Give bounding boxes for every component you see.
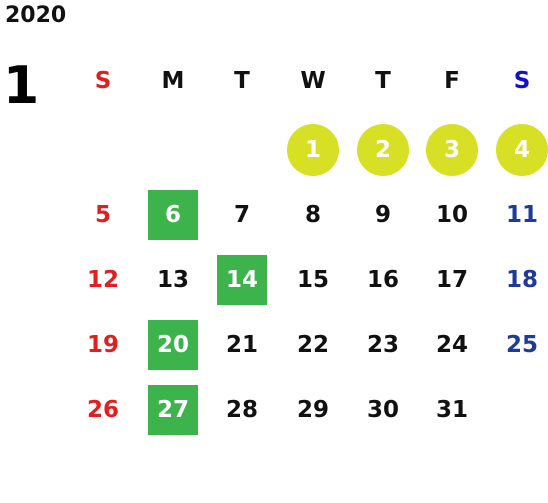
calendar-day-27[interactable]: 27 bbox=[148, 385, 198, 435]
calendar-day-28[interactable]: 28 bbox=[225, 397, 258, 423]
calendar-day-6[interactable]: 6 bbox=[148, 190, 198, 240]
weekday-header-sat: S bbox=[513, 68, 531, 94]
calendar-day-18[interactable]: 18 bbox=[505, 267, 538, 293]
weekday-header-mon: M bbox=[161, 68, 185, 94]
calendar-day-19[interactable]: 19 bbox=[86, 332, 119, 358]
weekday-header-wed: W bbox=[300, 68, 326, 94]
weekday-header-fri: F bbox=[444, 68, 460, 94]
calendar-day-20[interactable]: 20 bbox=[148, 320, 198, 370]
calendar-day-3[interactable]: 3 bbox=[426, 124, 478, 176]
calendar-day-21[interactable]: 21 bbox=[225, 332, 258, 358]
weekday-header-tue: T bbox=[234, 68, 250, 94]
calendar-day-9[interactable]: 9 bbox=[374, 202, 391, 228]
calendar-day-7[interactable]: 7 bbox=[233, 202, 250, 228]
calendar-day-4[interactable]: 4 bbox=[496, 124, 548, 176]
calendar-day-22[interactable]: 22 bbox=[296, 332, 329, 358]
calendar-day-13[interactable]: 13 bbox=[156, 267, 189, 293]
calendar-day-25[interactable]: 25 bbox=[505, 332, 538, 358]
calendar-day-16[interactable]: 16 bbox=[366, 267, 399, 293]
calendar-day-11[interactable]: 11 bbox=[505, 202, 538, 228]
calendar-day-24[interactable]: 24 bbox=[435, 332, 468, 358]
calendar-day-5[interactable]: 5 bbox=[94, 202, 111, 228]
calendar-day-1[interactable]: 1 bbox=[287, 124, 339, 176]
year-label: 2020 bbox=[5, 3, 67, 28]
calendar-day-15[interactable]: 15 bbox=[296, 267, 329, 293]
calendar-day-29[interactable]: 29 bbox=[296, 397, 329, 423]
calendar-day-10[interactable]: 10 bbox=[435, 202, 468, 228]
weekday-header-sun: S bbox=[94, 68, 112, 94]
calendar-day-26[interactable]: 26 bbox=[86, 397, 119, 423]
month-number: 1 bbox=[3, 56, 40, 116]
calendar-day-8[interactable]: 8 bbox=[304, 202, 321, 228]
weekday-header-thu: T bbox=[375, 68, 391, 94]
calendar-day-2[interactable]: 2 bbox=[357, 124, 409, 176]
calendar-day-30[interactable]: 30 bbox=[366, 397, 399, 423]
calendar-day-23[interactable]: 23 bbox=[366, 332, 399, 358]
calendar-day-14[interactable]: 14 bbox=[217, 255, 267, 305]
calendar-day-31[interactable]: 31 bbox=[435, 397, 468, 423]
calendar-day-12[interactable]: 12 bbox=[86, 267, 119, 293]
calendar-day-17[interactable]: 17 bbox=[435, 267, 468, 293]
